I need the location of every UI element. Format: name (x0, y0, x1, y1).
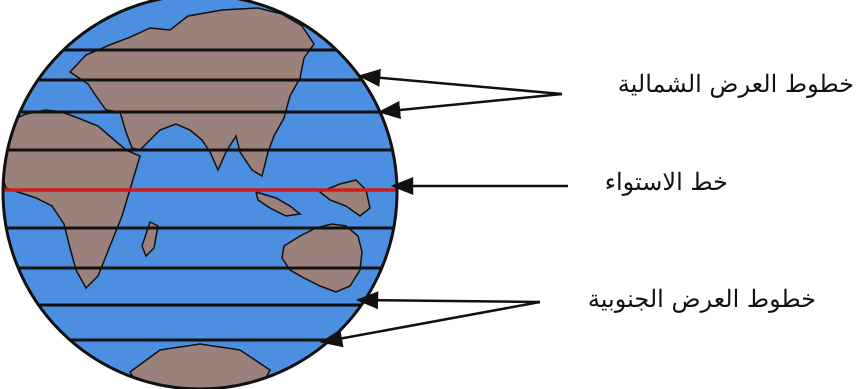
northern-latitudes-label: خطوط العرض الشمالية (618, 72, 854, 96)
equator-label: خط الاستواء (605, 170, 728, 194)
arrow-north-upper (360, 76, 562, 94)
arrow-north-lower (380, 94, 562, 112)
arrow-south-upper (358, 300, 540, 302)
southern-latitudes-label: خطوط العرض الجنوبية (588, 287, 816, 311)
